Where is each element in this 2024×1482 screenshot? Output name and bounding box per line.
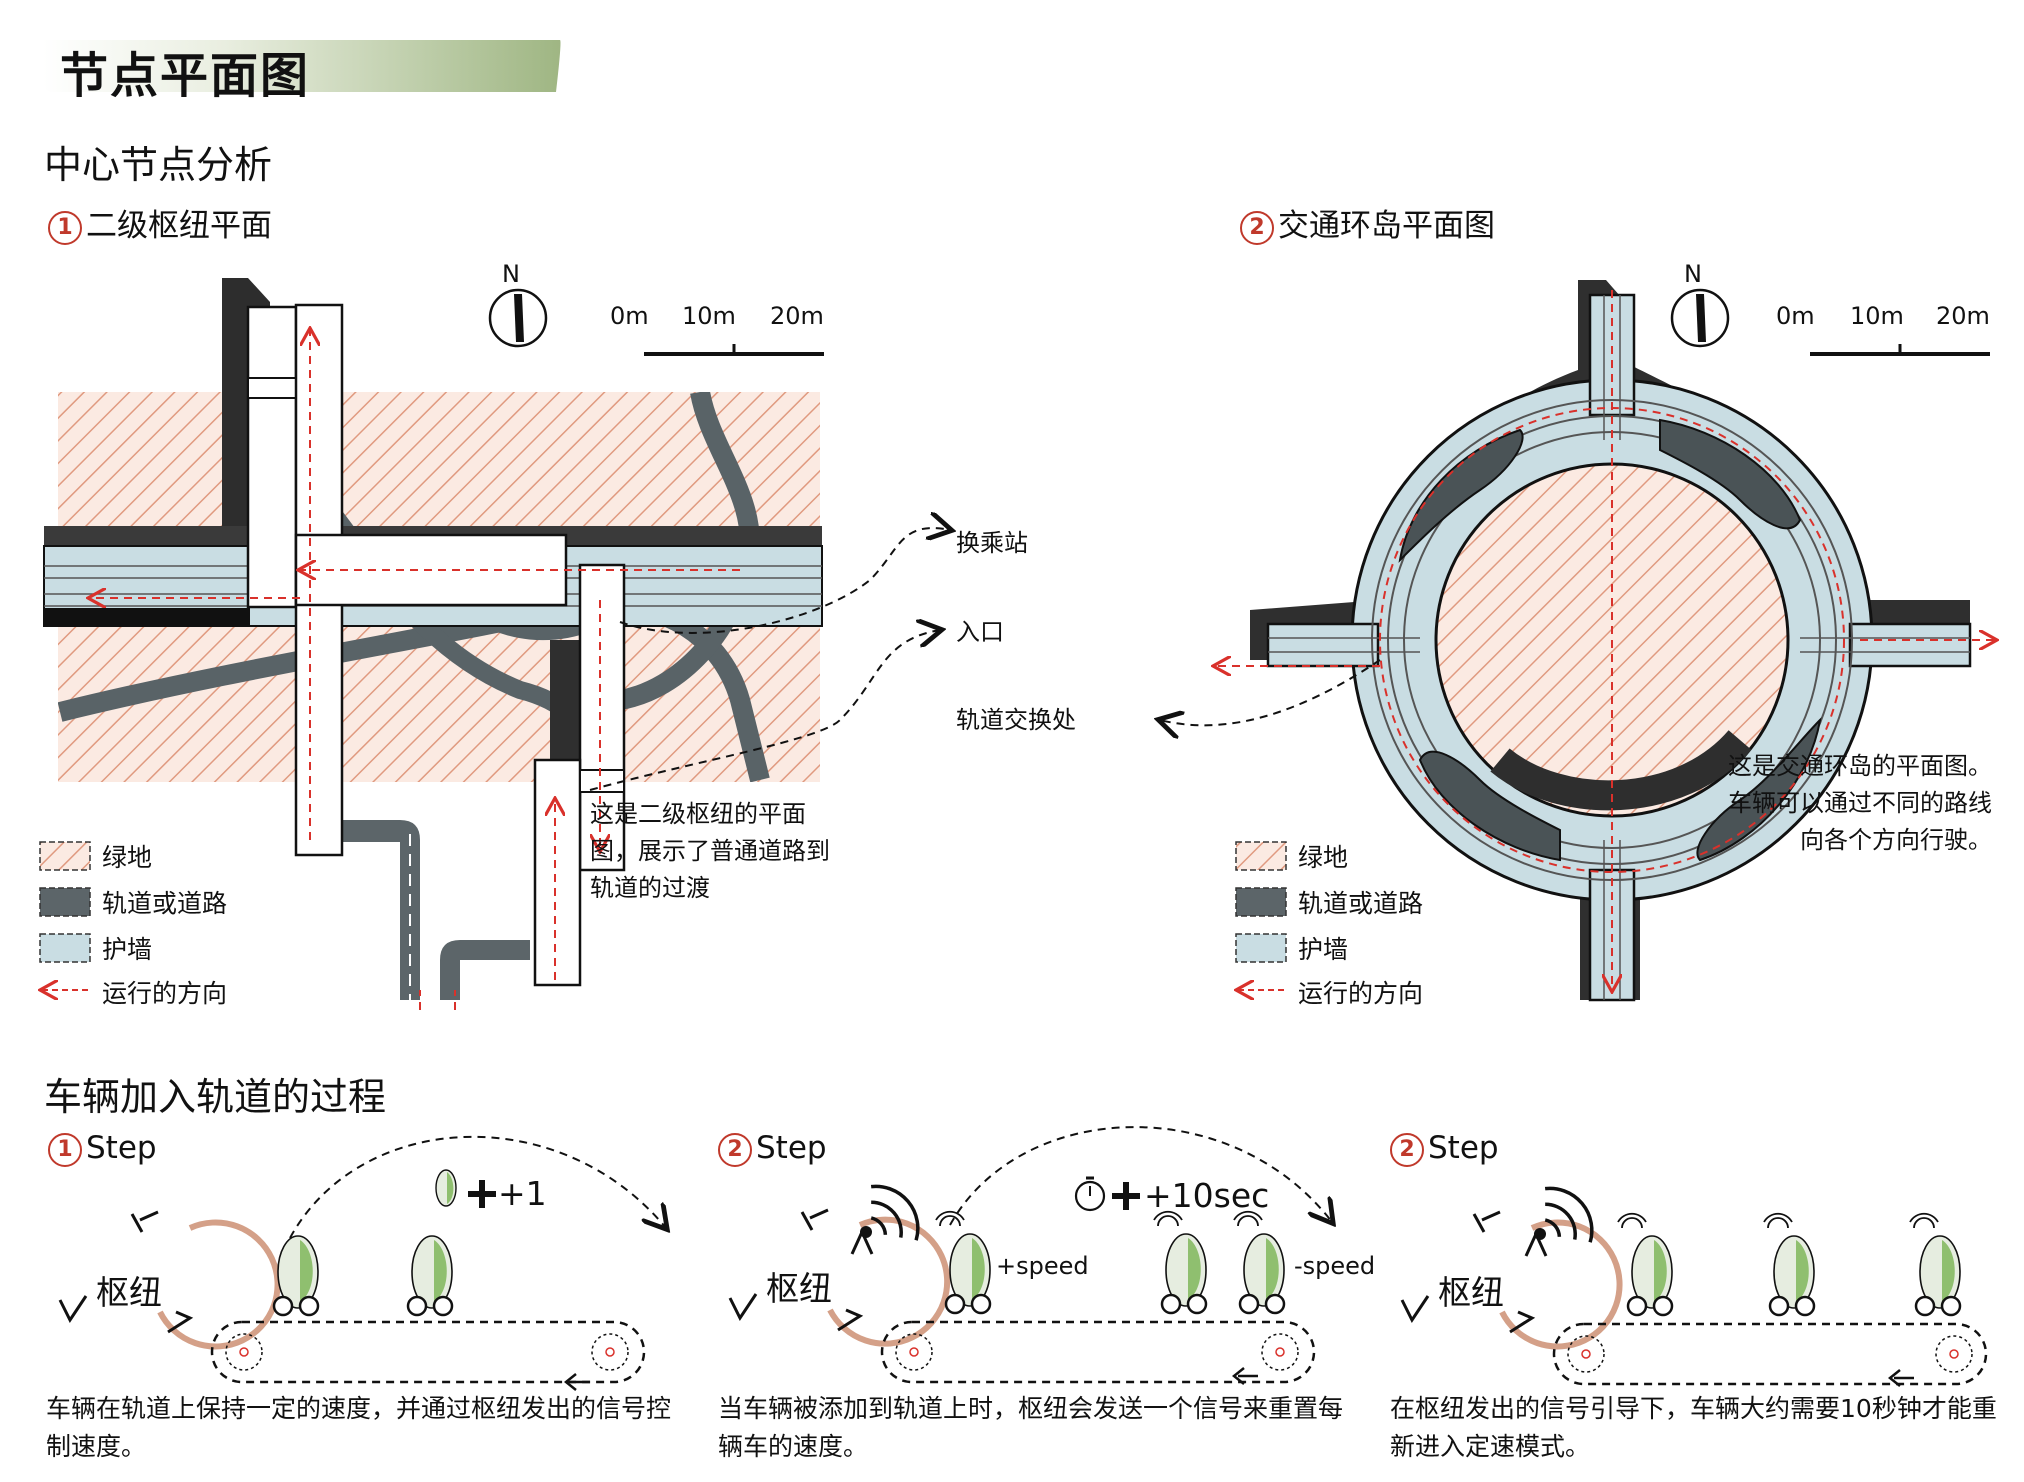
- step1-number: 1: [48, 1132, 82, 1167]
- plan1-platform-block: [578, 563, 626, 872]
- plan1-title: 二级枢纽平面: [86, 208, 272, 244]
- signal-antenna-icon: [850, 1184, 920, 1255]
- callout-track-exchange: 轨道交换处: [956, 706, 1076, 734]
- legend2-road: 轨道或道路: [1298, 889, 1424, 918]
- signal-antenna-icon: [1524, 1186, 1594, 1257]
- step2-caption: 当车辆被添加到轨道上时，枢纽会发送一个信号来重置每辆车的速度。: [718, 1394, 1344, 1461]
- step2-track: [880, 1320, 1316, 1384]
- vehicle-icon: [1626, 1235, 1674, 1317]
- vehicle-icon: [944, 1233, 992, 1315]
- step2-number: 2: [718, 1132, 752, 1167]
- plan1-lower-road: [340, 820, 420, 1000]
- vehicle-icon: [272, 1235, 320, 1317]
- plan2-scale-bar: [1810, 344, 1990, 356]
- plan1-scale-10: 10m: [682, 302, 736, 330]
- plan2-note: 这是交通环岛的平面图。车辆可以通过不同的路线向各个方向行驶。: [1728, 752, 1992, 854]
- vehicle-icon: [1238, 1233, 1286, 1315]
- signal-waves-icon: [935, 1210, 1263, 1227]
- step3-number: 2: [1390, 1132, 1424, 1167]
- step2-diagram: [728, 1126, 1332, 1385]
- vehicle-icon: [435, 1169, 457, 1207]
- section2-title: 车辆加入轨道的过程: [44, 1075, 387, 1119]
- plan2-drawing: [1160, 280, 1995, 1002]
- plus-icon: [1112, 1182, 1140, 1210]
- plan2-arm-west: [1266, 622, 1380, 668]
- step1-diagram: [58, 1135, 666, 1391]
- legend2-green: 绿地: [1298, 843, 1349, 872]
- legend-1-symbols: [40, 841, 91, 990]
- plan1-scale-0: 0m: [610, 302, 649, 330]
- step1-badge: +1: [498, 1174, 547, 1213]
- section1-title: 中心节点分析: [44, 143, 273, 187]
- step2-badge: +10sec: [1144, 1176, 1270, 1215]
- callout-transfer: 换乘站: [956, 529, 1028, 557]
- plan1-drawing: [43, 278, 950, 1010]
- signal-waves-icon: [1617, 1212, 1939, 1229]
- stopwatch-icon: [1074, 1176, 1106, 1212]
- step3-hub-label: 枢纽: [1438, 1273, 1504, 1312]
- plan2-scale-0: 0m: [1776, 302, 1815, 330]
- plus-icon: [468, 1180, 496, 1208]
- plan1-number: 1: [48, 210, 82, 245]
- page-title: 节点平面图: [60, 48, 311, 104]
- step3-caption: 在枢纽发出的信号引导下，车辆大约需要10秒钟才能重新进入定速模式。: [1390, 1394, 1997, 1461]
- step1-caption: 车辆在轨道上保持一定的速度，并通过枢纽发出的信号控制速度。: [46, 1394, 672, 1461]
- plan1-direction-arrows: [90, 330, 740, 1010]
- plan2-number: 2: [1240, 210, 1274, 245]
- step2-hub-label: 枢纽: [766, 1269, 832, 1308]
- plan1-callout-lines: [589, 528, 950, 791]
- step2-label: Step: [756, 1130, 827, 1166]
- step1-label: Step: [86, 1130, 157, 1166]
- plan2-scale-20: 20m: [1936, 302, 1990, 330]
- plan1-scale-bar: [644, 344, 824, 356]
- step2-speed-down: -speed: [1294, 1252, 1376, 1280]
- plan2-direction-arrows: [1215, 290, 1995, 990]
- plan2-traffic-islands: [1398, 418, 1822, 862]
- step1-track: [210, 1320, 646, 1384]
- step2-speed-up: +speed: [996, 1252, 1089, 1280]
- plan2-north-label: N: [1684, 260, 1702, 288]
- plan2-arm-east: [1848, 622, 1972, 668]
- plan1-platform-block: [246, 305, 298, 609]
- legend1-green: 绿地: [102, 843, 153, 872]
- plan2-scale-10: 10m: [1850, 302, 1904, 330]
- plan1-note: 这是二级枢纽的平面图，展示了普通道路到轨道的过渡: [590, 800, 830, 902]
- legend2-direction: 运行的方向: [1298, 979, 1424, 1008]
- title-banner: [43, 40, 561, 92]
- vehicle-icon: [1914, 1235, 1962, 1317]
- step1-hub-label: 枢纽: [96, 1273, 162, 1312]
- vehicle-icon: [1768, 1235, 1816, 1317]
- plan2-callout-line: [1160, 659, 1381, 725]
- plan1-north-arrow: [488, 288, 548, 348]
- step3-track: [1552, 1322, 1988, 1386]
- plan1-north-label: N: [502, 260, 520, 288]
- step3-diagram: [1400, 1186, 1988, 1387]
- callout-entrance: 入口: [956, 618, 1004, 646]
- plan2-arm-north: [1588, 293, 1636, 417]
- legend1-wall: 护墙: [102, 935, 153, 964]
- plan1-scale-20: 20m: [770, 302, 824, 330]
- legend-2-symbols: [1236, 841, 1287, 990]
- vehicle-icon: [1160, 1233, 1208, 1315]
- plan1-platform-block: [533, 758, 582, 987]
- legend2-wall: 护墙: [1298, 935, 1349, 964]
- vehicle-icon: [406, 1235, 454, 1317]
- step3-label: Step: [1428, 1130, 1499, 1166]
- legend1-road: 轨道或道路: [102, 889, 228, 918]
- plan2-north-arrow: [1670, 288, 1730, 348]
- plan2-title: 交通环岛平面图: [1278, 208, 1495, 244]
- legend1-direction: 运行的方向: [102, 979, 228, 1008]
